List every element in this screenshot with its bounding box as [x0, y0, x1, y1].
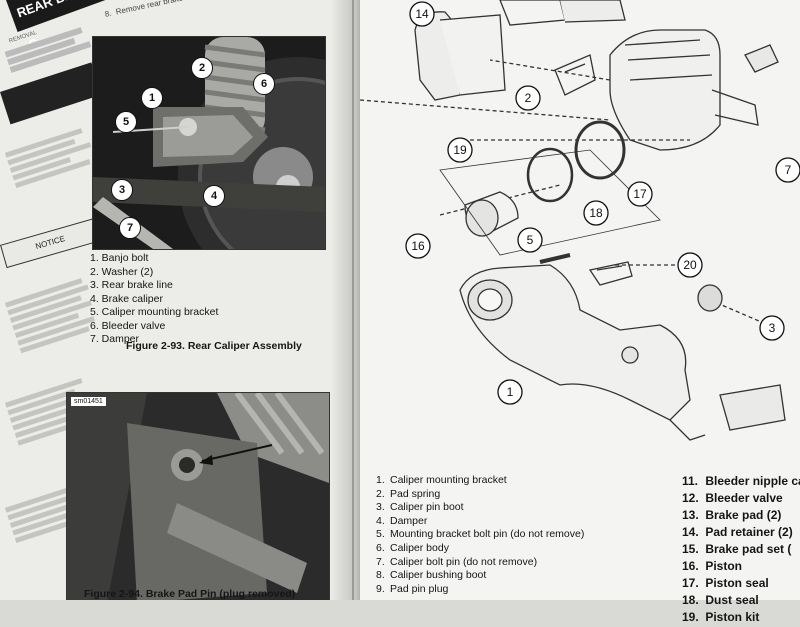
callout-17: 17 — [633, 187, 647, 201]
parts-list-left: 1.Caliper mounting bracket 2.Pad spring … — [376, 474, 584, 596]
caliper-exploded-diagram: 14 2 19 17 18 16 5 20 3 1 7 — [360, 0, 800, 441]
callout-5: 5 — [527, 233, 534, 247]
top-instruction: 8. Remove rear brake caliper and caliper… — [104, 0, 321, 19]
callout-6: 6 — [253, 73, 275, 95]
parts-list-right: 11. Bleeder nipple ca 12. Bleeder valve … — [682, 474, 800, 627]
legend-item: 1. Banjo bolt — [90, 252, 149, 264]
part-item: 2.Pad spring — [376, 487, 441, 500]
part-item: 5.Mounting bracket bolt pin (do not remo… — [376, 528, 585, 541]
part-item: 12. Bleeder valve — [682, 491, 783, 505]
callout-3: 3 — [111, 179, 133, 201]
callout-2: 2 — [191, 57, 213, 79]
callout-1: 1 — [507, 385, 514, 399]
faint-paragraph-2 — [4, 122, 103, 191]
part-item: 13. Brake pad (2) — [682, 508, 782, 522]
notice-box: NOTICE — [0, 217, 101, 269]
brake-pad-pin-photo: sm01451 — [66, 392, 330, 600]
part-item: 4.Damper — [376, 514, 428, 527]
callout-14: 14 — [415, 7, 429, 21]
legend-item: 3. Rear brake line — [90, 279, 173, 291]
part-item: 16. Piston — [682, 559, 743, 573]
part-item: 11. Bleeder nipple ca — [682, 474, 800, 488]
page-edge — [352, 0, 354, 600]
callout-2: 2 — [525, 91, 532, 105]
callout-19: 19 — [453, 143, 467, 157]
part-item: 17. Piston seal — [682, 576, 769, 590]
callout-4: 4 — [203, 185, 225, 207]
figure-tag: sm01451 — [71, 397, 106, 406]
legend-item: 2. Washer (2) — [90, 265, 154, 278]
part-item: 3.Caliper pin boot — [376, 501, 464, 514]
part-item: 19. Piston kit — [682, 610, 760, 624]
callout-20: 20 — [683, 258, 697, 272]
figure-93-caption: Figure 2-93. Rear Caliper Assembly — [126, 340, 302, 352]
callout-3: 3 — [769, 321, 776, 335]
part-item: 6.Caliper body — [376, 541, 449, 554]
part-item: 7.Caliper bolt pin (do not remove) — [376, 555, 538, 568]
figure-93-legend: 1. Banjo bolt 2. Washer (2) 3. Rear brak… — [90, 252, 330, 347]
legend-item: 7. Damper — [90, 333, 140, 345]
callout-7: 7 — [785, 163, 792, 177]
left-page: REAR BRAKE C REMOVAL NOTICE — [0, 0, 360, 600]
part-item: 9.Pad pin plug — [376, 582, 449, 595]
part-item: 1.Caliper mounting bracket — [376, 474, 507, 486]
callout-16: 16 — [411, 239, 425, 253]
part-item: 15. Brake pad set ( — [682, 542, 792, 556]
right-page — [360, 0, 800, 600]
part-item: 8.Caliper bushing boot — [376, 569, 487, 582]
legend-item: 5. Caliper mounting bracket — [90, 306, 219, 318]
callout-5: 5 — [115, 111, 137, 133]
part-item: 14. Pad retainer (2) — [682, 525, 793, 539]
legend-item: 6. Bleeder valve — [90, 319, 166, 332]
figure-94-caption: Figure 2-94. Brake Pad Pin (plug removed… — [84, 588, 296, 600]
part-item: 18. Dust seal — [682, 593, 759, 607]
rear-caliper-photo: 1 2 3 4 5 6 7 — [92, 36, 326, 250]
callout-18: 18 — [589, 206, 603, 220]
callout-1: 1 — [141, 87, 163, 109]
legend-item: 4. Brake caliper — [90, 292, 163, 305]
brake-pad-pin-image — [67, 393, 329, 600]
top-instruction-text: Remove rear brake caliper and caliper mo… — [115, 0, 312, 16]
callout-7: 7 — [119, 217, 141, 239]
